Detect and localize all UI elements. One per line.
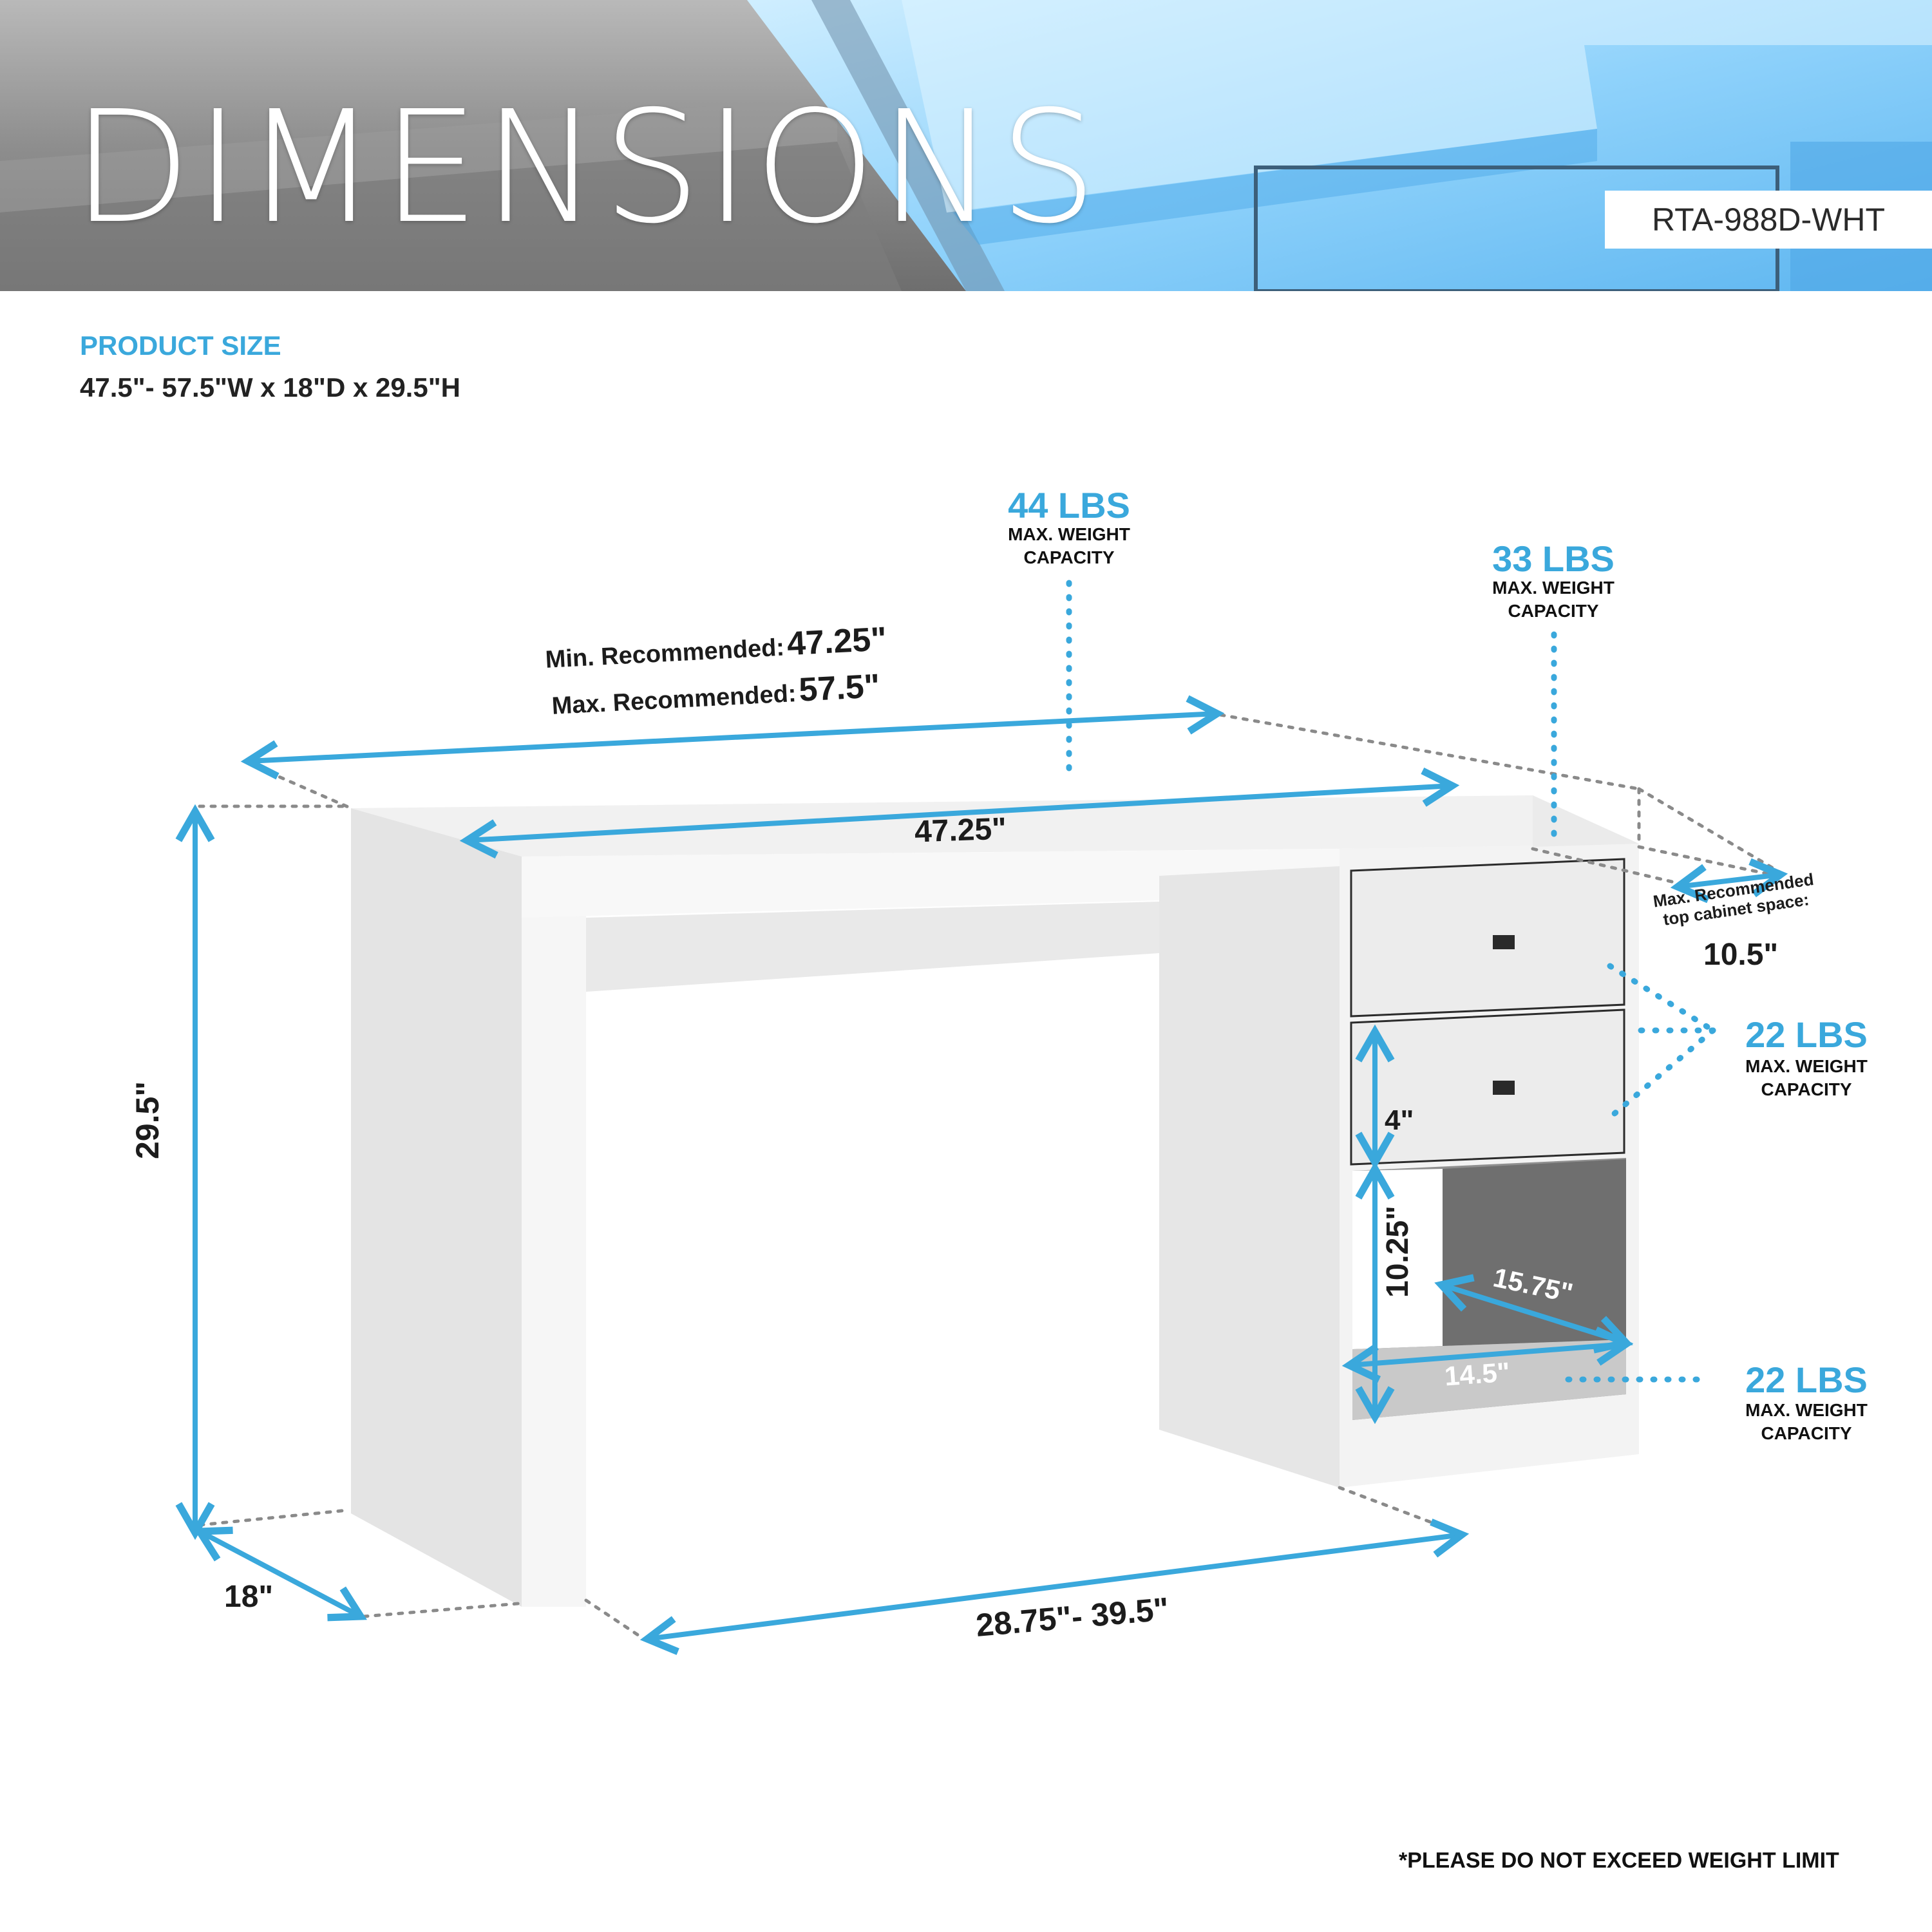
top-capacity-line1: MAX. WEIGHT	[1008, 524, 1130, 544]
shelf-height-label: 10.25"	[1381, 1206, 1415, 1298]
dimension-arrows	[175, 695, 1788, 1655]
shelf-capacity-line1: MAX. WEIGHT	[1745, 1400, 1868, 1420]
desktop-width-label: 47.25"	[914, 811, 1007, 849]
cabinet-top-capacity-line2: CAPACITY	[1508, 601, 1599, 621]
height-label: 29.5"	[129, 1081, 166, 1159]
max-recommended-value: 57.5"	[798, 667, 881, 709]
header-banner: DIMENSIONS RTA-988D-WHT	[0, 0, 1932, 291]
product-size-value: 47.5"- 57.5"W x 18"D x 29.5"H	[80, 372, 460, 402]
cabinet-space-value: 10.5"	[1703, 938, 1779, 972]
top-capacity-weight: 44 LBS	[1008, 485, 1130, 526]
drawer-capacity-line1: MAX. WEIGHT	[1745, 1056, 1868, 1076]
model-number-badge: RTA-988D-WHT	[1605, 191, 1932, 249]
drawer-capacity-line2: CAPACITY	[1761, 1079, 1852, 1099]
drawer-capacity-weight: 22 LBS	[1745, 1014, 1868, 1055]
product-size-label: PRODUCT SIZE	[80, 330, 281, 361]
desk-illustration	[351, 795, 1639, 1607]
depth-label: 18"	[224, 1580, 274, 1614]
cabinet-top-capacity-weight: 33 LBS	[1492, 538, 1615, 579]
min-recommended-value: 47.25"	[786, 620, 888, 663]
weight-limit-note: *PLEASE DO NOT EXCEED WEIGHT LIMIT	[1399, 1848, 1839, 1873]
shelf-capacity-line2: CAPACITY	[1761, 1423, 1852, 1443]
capacity-leaders	[1066, 580, 1716, 1383]
shelf-capacity-weight: 22 LBS	[1745, 1359, 1868, 1400]
shelf-width-label: 14.5"	[1443, 1356, 1511, 1392]
cabinet-top-capacity-line1: MAX. WEIGHT	[1492, 578, 1615, 598]
top-capacity-line2: CAPACITY	[1023, 547, 1115, 567]
page-title: DIMENSIONS	[72, 77, 1101, 258]
drawer-gap-label: 4"	[1385, 1104, 1414, 1136]
